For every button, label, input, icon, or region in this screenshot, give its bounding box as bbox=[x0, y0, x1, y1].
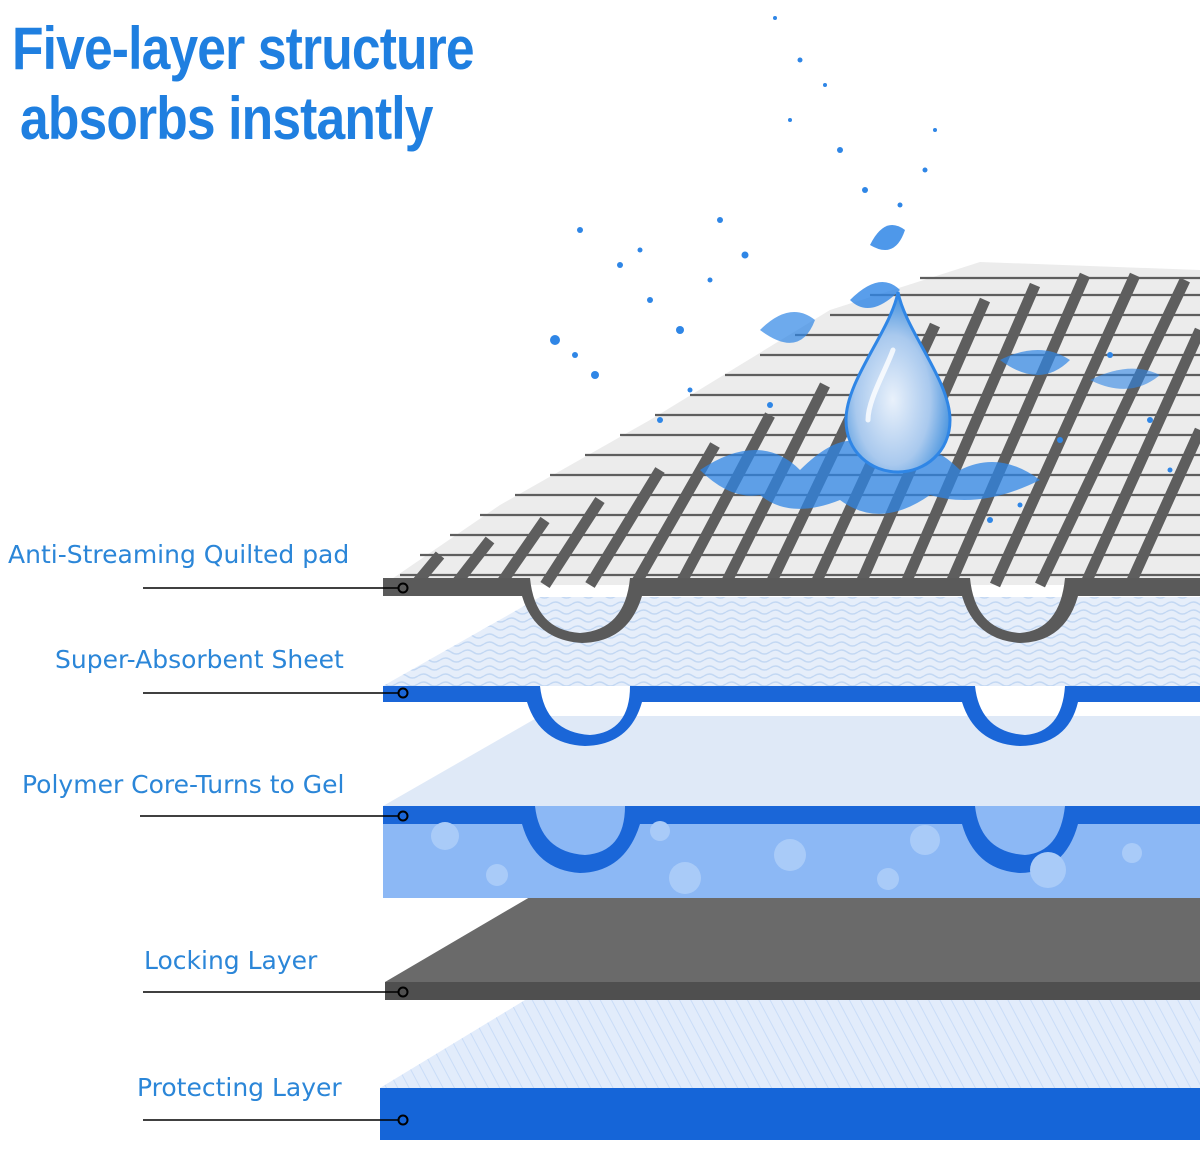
polymer-core-shape bbox=[383, 716, 1200, 898]
leader-lines bbox=[140, 587, 398, 1121]
super-absorbent-sheet-shape bbox=[383, 597, 1200, 746]
water-drop-icon bbox=[844, 291, 952, 474]
locking-layer-shape bbox=[385, 897, 1200, 1000]
quilted-pad-shape bbox=[383, 262, 1200, 643]
label-protecting-layer: Protecting Layer bbox=[137, 1073, 342, 1102]
water-splash-icon bbox=[550, 16, 1173, 523]
label-super-absorbent-sheet: Super-Absorbent Sheet bbox=[55, 645, 344, 674]
headline-line-2: absorbs instantly bbox=[20, 85, 433, 152]
label-anti-streaming-quilted-pad: Anti-Streaming Quilted pad bbox=[8, 540, 350, 569]
headline-line-1: Five-layer structure bbox=[12, 15, 475, 82]
label-polymer-core: Polymer Core-Turns to Gel bbox=[22, 770, 345, 799]
label-locking-layer: Locking Layer bbox=[144, 946, 318, 975]
protecting-layer-shape bbox=[380, 1000, 1200, 1140]
leader-dots bbox=[397, 582, 409, 1126]
